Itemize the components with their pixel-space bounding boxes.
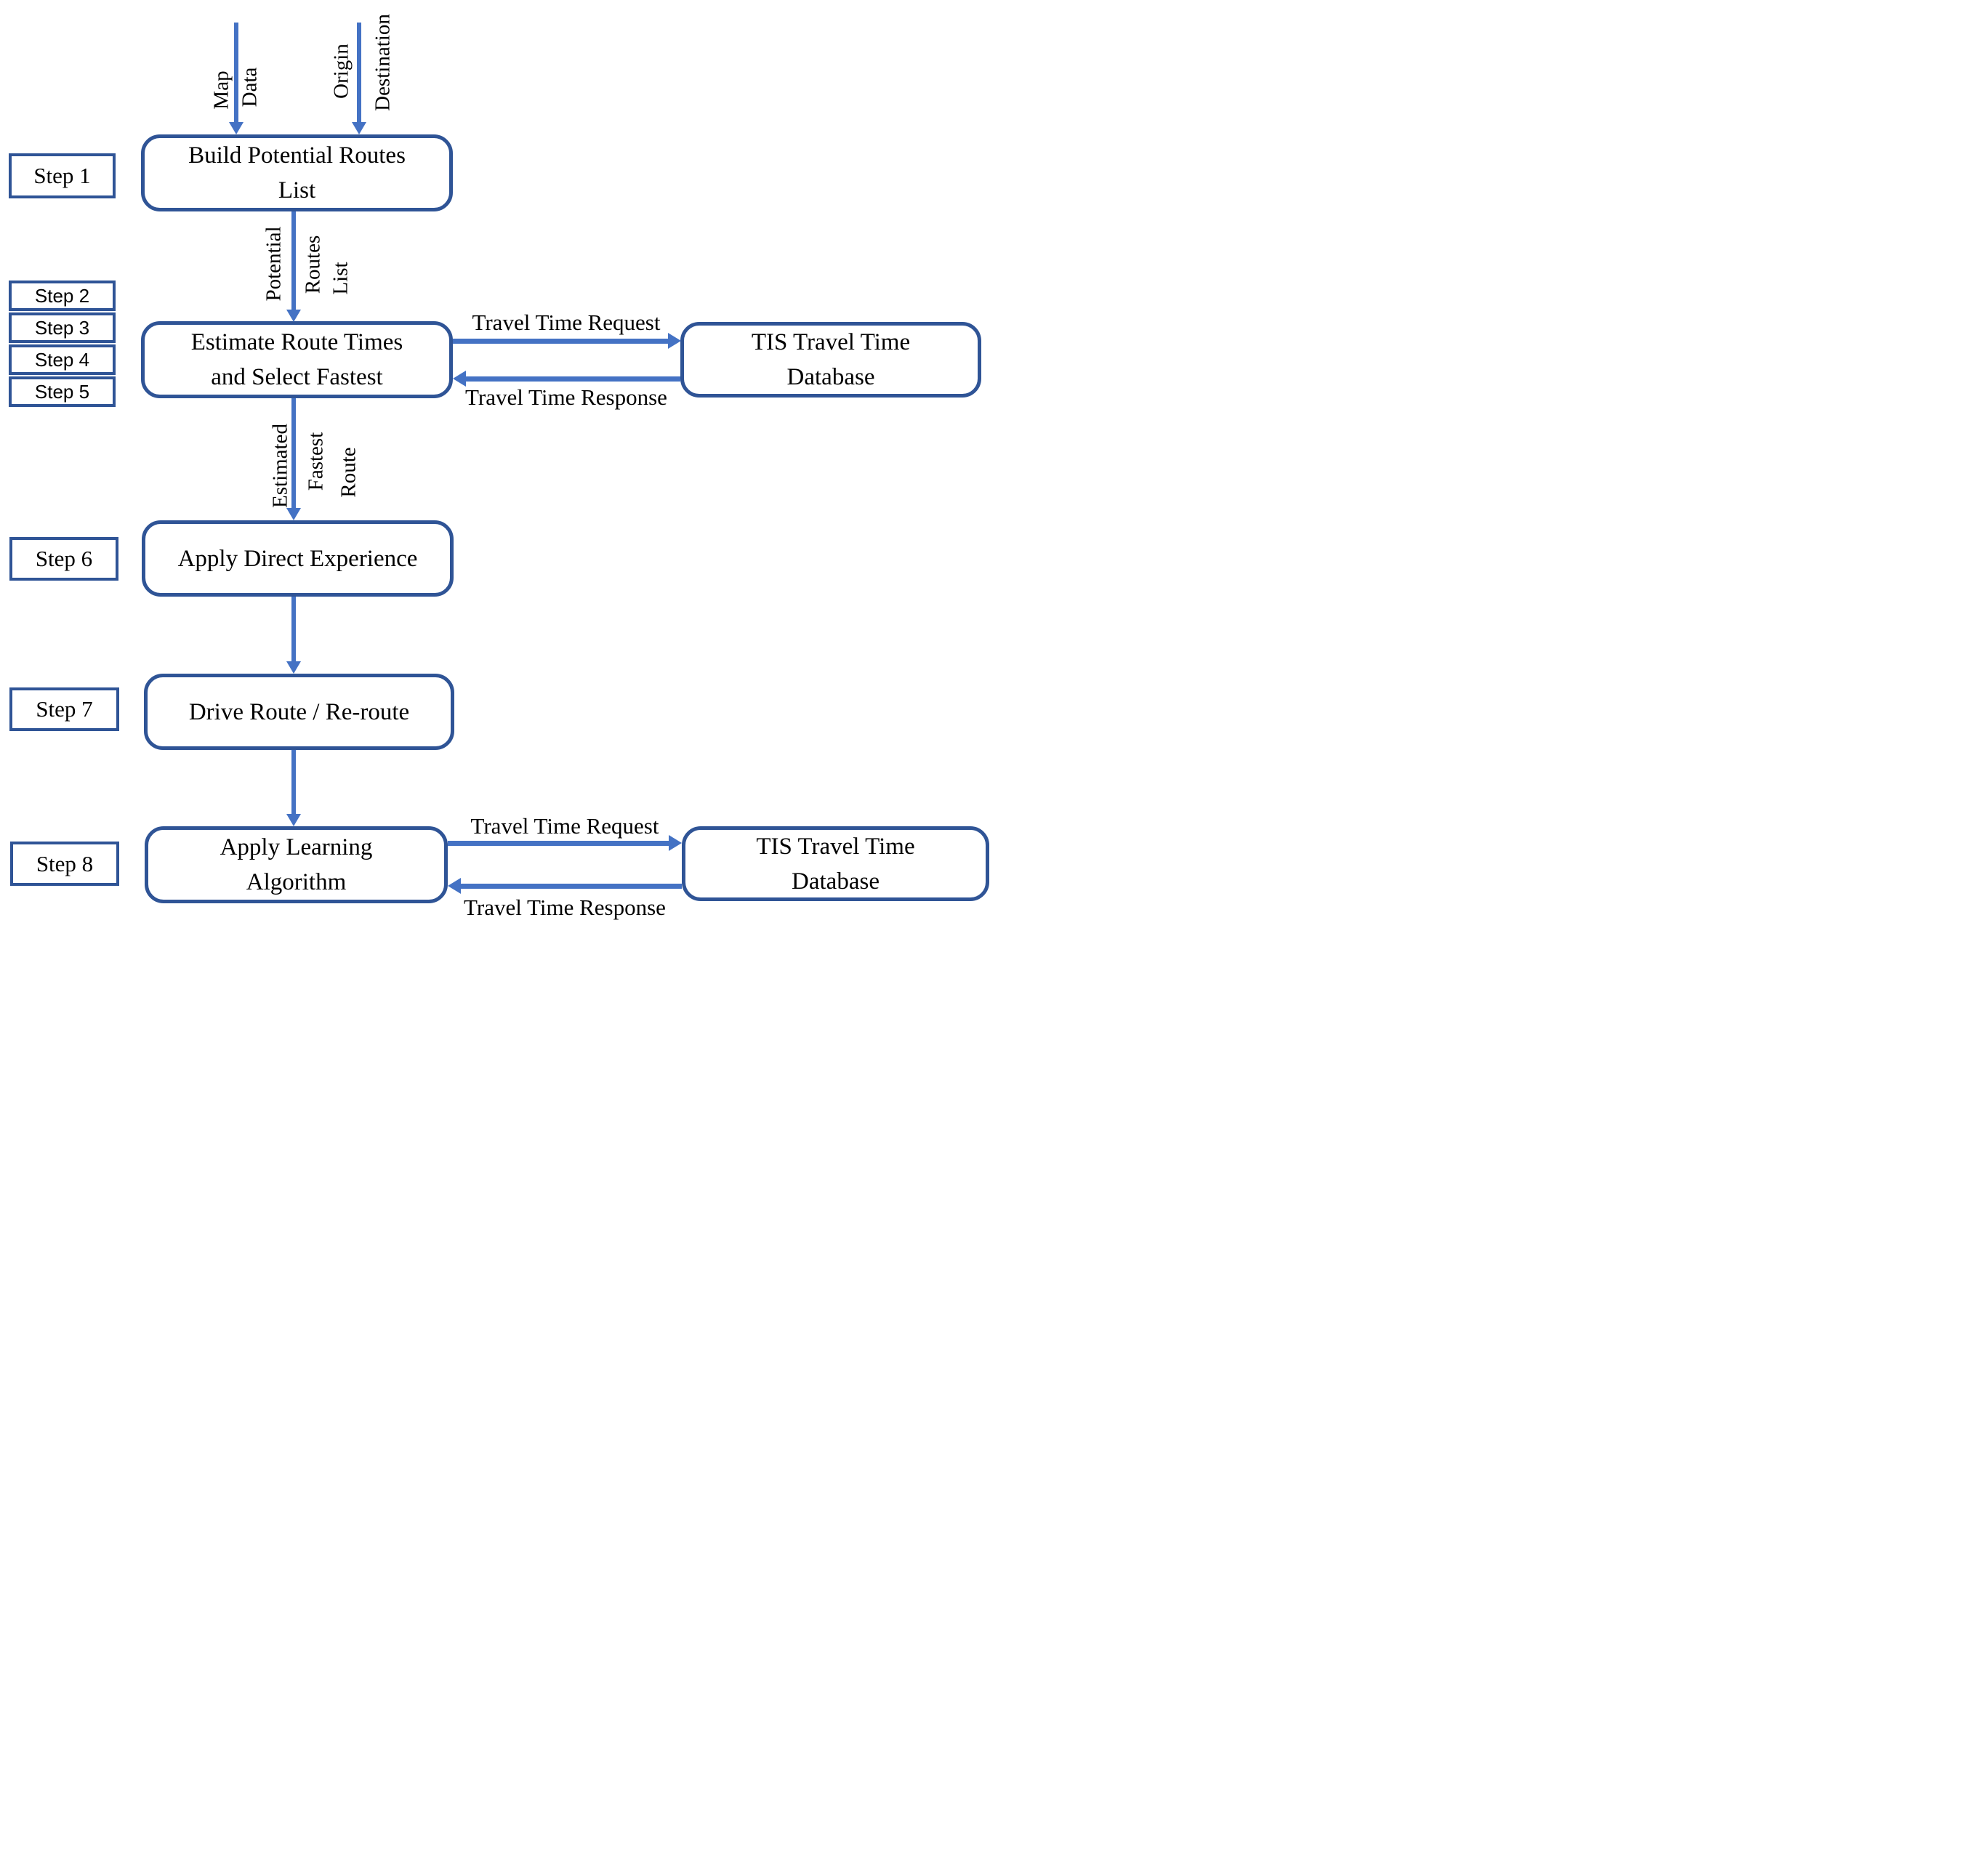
step-6-box: Step 6	[9, 537, 118, 581]
tis-bottom-line2: Database	[792, 868, 880, 895]
edge-label-route: Route	[337, 447, 361, 498]
arrow-potential-routes-list-head	[286, 310, 301, 322]
edge-label-data: Data	[238, 67, 262, 108]
edge-label-map: Map	[209, 70, 233, 110]
arrow-potential-routes-list-line	[291, 211, 296, 310]
step-2-box: Step 2	[9, 281, 116, 311]
arrow-estimated-fastest-route-head	[286, 508, 301, 520]
arrow-request-bottom-line	[448, 841, 669, 846]
step-2-label: Step 2	[34, 284, 90, 307]
step-8-box: Step 8	[10, 842, 119, 886]
arrow-apply-to-drive-line	[291, 597, 296, 662]
estimate-route-times-box: Estimate Route Times and Select Fastest	[141, 321, 453, 398]
edge-label-request-bottom: Travel Time Request	[470, 813, 659, 839]
apply-learning-line2: Algorithm	[246, 869, 347, 895]
step-4-box: Step 4	[9, 344, 116, 375]
arrow-response-bottom-line	[461, 884, 682, 889]
edge-label-estimated: Estimated	[268, 424, 292, 508]
estimate-box-line1: Estimate Route Times	[190, 329, 403, 355]
tis-database-bottom-box: TIS Travel Time Database	[682, 826, 989, 901]
step-4-label: Step 4	[34, 348, 90, 371]
tis-top-line2: Database	[786, 364, 875, 390]
drive-route-line1: Drive Route / Re-route	[188, 698, 410, 725]
apply-learning-algorithm-box: Apply Learning Algorithm	[145, 826, 448, 903]
edge-label-routes: Routes	[301, 235, 325, 294]
tis-top-line1: TIS Travel Time	[751, 329, 911, 355]
flow-diagram: Map Data Origin Destination Step 1 Step …	[0, 0, 994, 928]
edge-label-destination: Destination	[371, 14, 395, 111]
arrow-map-data-head	[229, 122, 244, 134]
arrow-origin-destination-head	[352, 122, 366, 134]
tis-database-top-box: TIS Travel Time Database	[680, 322, 981, 398]
build-box-line2: List	[278, 177, 316, 203]
arrow-drive-to-learning-head	[286, 814, 301, 826]
build-potential-routes-box: Build Potential Routes List	[141, 134, 453, 211]
edge-label-fastest: Fastest	[304, 432, 328, 491]
arrow-map-data-line	[234, 23, 238, 123]
step-1-label: Step 1	[33, 163, 91, 188]
step-1-box: Step 1	[9, 153, 116, 198]
apply-learning-line1: Apply Learning	[220, 834, 373, 860]
step-5-box: Step 5	[9, 376, 116, 407]
arrow-response-bottom-head	[448, 878, 461, 894]
step-6-label: Step 6	[35, 546, 93, 571]
drive-route-box: Drive Route / Re-route	[144, 674, 454, 750]
arrow-response-top-head	[453, 371, 466, 387]
arrow-response-top-line	[466, 376, 680, 382]
build-box-line1: Build Potential Routes	[188, 142, 406, 169]
arrow-estimated-fastest-route-line	[291, 398, 296, 509]
arrow-request-top-head	[668, 333, 681, 349]
arrow-apply-to-drive-head	[286, 661, 301, 674]
edge-label-response-top: Travel Time Response	[465, 384, 667, 410]
arrow-origin-destination-line	[357, 23, 361, 123]
edge-label-potential: Potential	[262, 226, 286, 302]
edge-label-request-top: Travel Time Request	[472, 310, 661, 335]
estimate-box-line2: and Select Fastest	[211, 364, 383, 390]
step-3-box: Step 3	[9, 312, 116, 343]
apply-direct-line1: Apply Direct Experience	[177, 545, 418, 572]
arrow-request-top-line	[453, 339, 668, 344]
step-3-label: Step 3	[34, 316, 90, 339]
step-7-box: Step 7	[9, 687, 119, 731]
step-7-label: Step 7	[36, 696, 93, 722]
step-5-label: Step 5	[34, 380, 90, 403]
apply-direct-experience-box: Apply Direct Experience	[142, 520, 454, 597]
edge-label-origin: Origin	[329, 44, 353, 99]
edge-label-list: List	[329, 262, 353, 295]
tis-bottom-line1: TIS Travel Time	[756, 833, 915, 860]
edge-label-response-bottom: Travel Time Response	[464, 895, 666, 920]
arrow-request-bottom-head	[669, 835, 682, 851]
arrow-drive-to-learning-line	[291, 750, 296, 815]
step-8-label: Step 8	[36, 850, 94, 876]
